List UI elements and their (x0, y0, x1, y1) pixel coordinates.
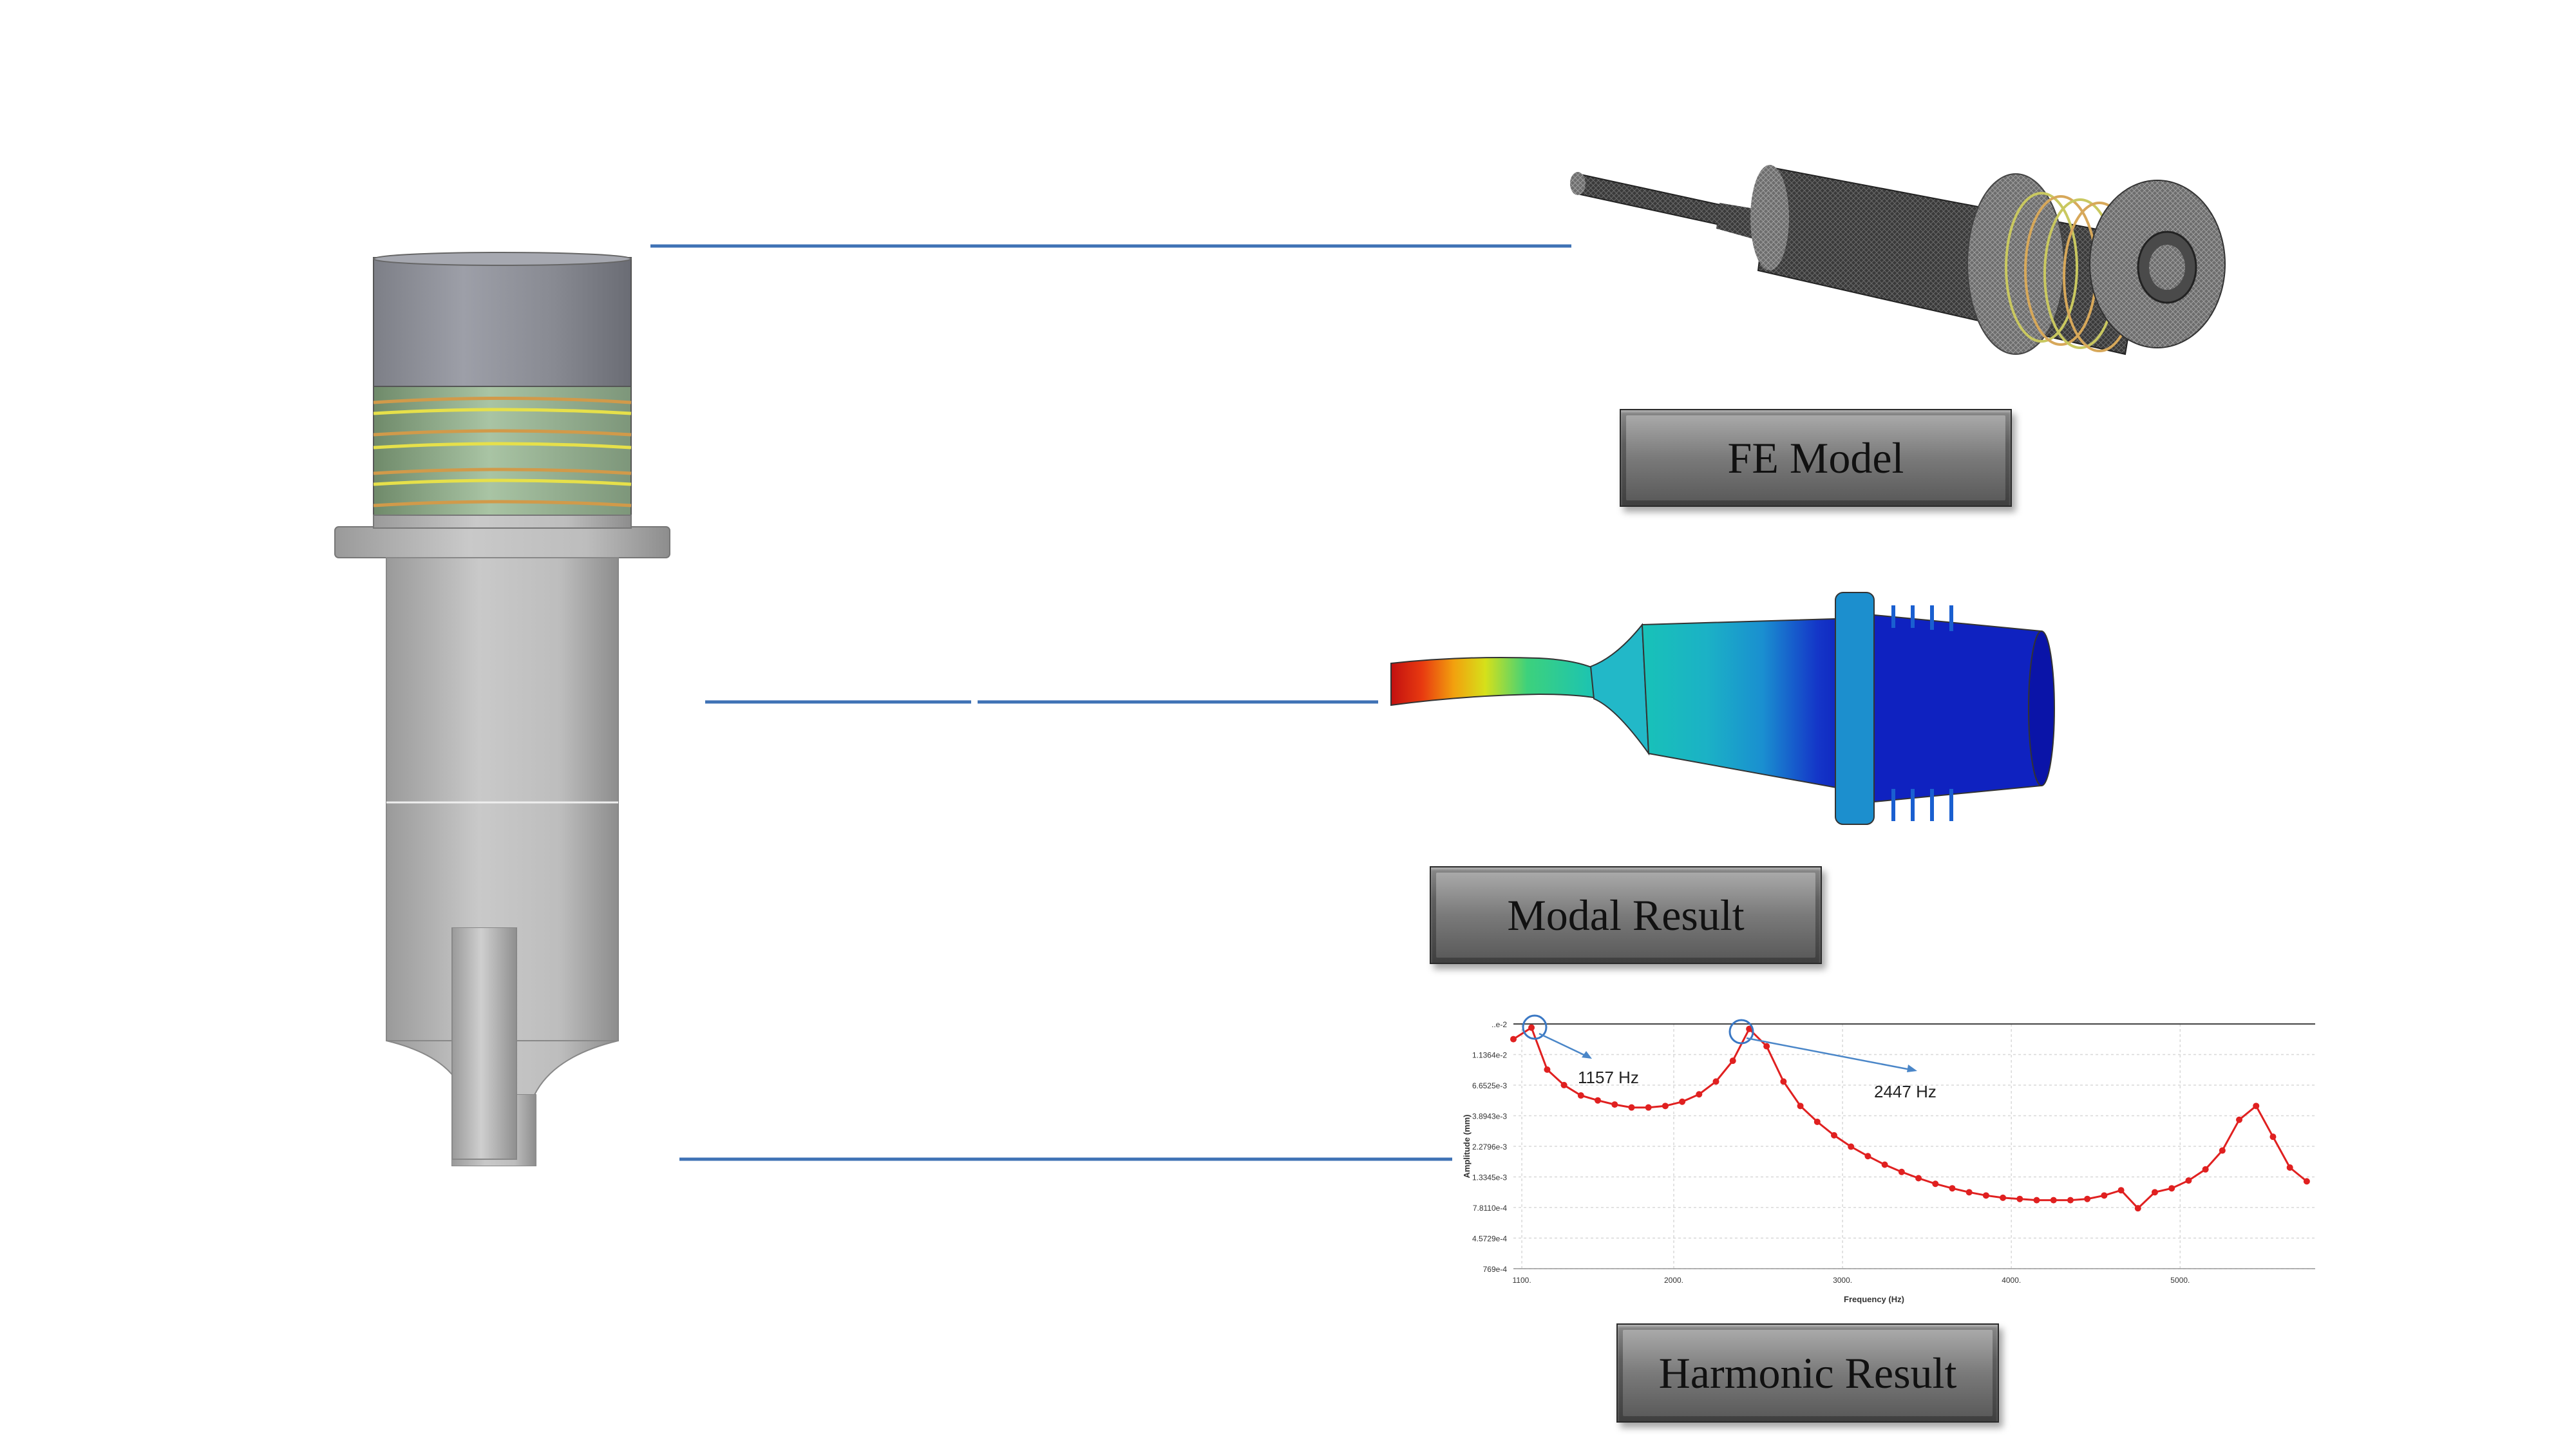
peak-marker-1 (1522, 1014, 1548, 1040)
data-point (1577, 1092, 1584, 1099)
data-point (2286, 1164, 2293, 1171)
data-point (1763, 1043, 1770, 1050)
y-tick-label: 6.6525e-3 (1472, 1081, 1507, 1090)
data-point (2152, 1189, 2158, 1196)
data-point (1949, 1185, 1956, 1192)
y-tick-labels: 769e-4 4.5729e-4 7.8110e-4 1.3345e-3 2.2796e… (1472, 1020, 1507, 1274)
data-point (1932, 1180, 1939, 1188)
data-point (1864, 1153, 1871, 1160)
data-point (1528, 1024, 1535, 1031)
data-point (1965, 1189, 1973, 1196)
harmonic-response-chart: 769e-4 4.5729e-4 7.8110e-4 1.3345e-3 2.2796e… (1462, 1014, 2380, 1304)
modal-contour-model (1390, 592, 2055, 825)
x-tick-label: 2000. (1664, 1276, 1683, 1285)
y-tick-label: 769e-4 (1483, 1265, 1508, 1274)
data-point (1797, 1103, 1804, 1110)
data-point (1696, 1091, 1703, 1098)
data-point (2050, 1197, 2057, 1204)
data-point (2000, 1194, 2007, 1201)
data-point (2084, 1195, 2091, 1202)
x-tick-label: 1100. (1513, 1276, 1531, 1285)
data-point (1645, 1104, 1652, 1111)
data-point (1898, 1168, 1905, 1175)
data-point (1611, 1101, 1618, 1108)
data-point (2033, 1197, 2040, 1204)
y-tick-label: 1.1364e-2 (1472, 1051, 1507, 1060)
data-point (2016, 1195, 2023, 1202)
x-axis-label: Frequency (Hz) (1844, 1294, 1904, 1304)
data-point (1510, 1036, 1517, 1043)
harmonic-series (1510, 1024, 2310, 1212)
data-point (2185, 1177, 2192, 1184)
x-tick-labels: 1100. 2000. 3000. 4000. 5000. (1513, 1276, 2190, 1285)
data-point (2253, 1103, 2260, 1110)
horn-tip (451, 927, 517, 1160)
x-tick-label: 4000. (2002, 1276, 2021, 1285)
y-tick-label: 7.8110e-4 (1473, 1204, 1507, 1213)
data-point (1814, 1118, 1821, 1125)
data-point (1595, 1097, 1602, 1104)
data-point (1544, 1066, 1551, 1073)
data-point (2202, 1166, 2209, 1173)
data-point (2168, 1185, 2175, 1192)
data-point (1628, 1104, 1635, 1111)
x-tick-label: 5000. (2170, 1276, 2190, 1285)
fe-model-caption: FE Model (1620, 409, 2012, 507)
data-point (2303, 1178, 2310, 1185)
peak-marker-2 (1728, 1019, 1754, 1045)
y-tick-label: 3.8943e-3 (1472, 1112, 1507, 1121)
data-point (2134, 1205, 2141, 1212)
data-point (2269, 1133, 2277, 1141)
peak-label-2447: 2447 Hz (1874, 1082, 1937, 1101)
harmonic-result-caption: Harmonic Result (1616, 1323, 1999, 1423)
data-point (1729, 1057, 1736, 1065)
data-point (1560, 1081, 1567, 1088)
data-point (1881, 1161, 1888, 1168)
data-point (1780, 1078, 1787, 1085)
data-point (2219, 1147, 2226, 1154)
data-point (2101, 1192, 2108, 1199)
data-point (1831, 1132, 1837, 1139)
y-axis-label: Amplitude (mm) (1462, 1115, 1472, 1179)
y-tick-label: 4.5729e-4 (1472, 1235, 1507, 1244)
peak-label-1157: 1157 Hz (1578, 1068, 1639, 1087)
y-tick-label: 1.3345e-3 (1472, 1173, 1507, 1182)
data-point (2117, 1187, 2125, 1194)
data-point (1746, 1025, 1753, 1032)
y-tick-label: ..e-2 (1492, 1020, 1507, 1029)
data-point (1679, 1098, 1686, 1105)
fe-mesh-model (1570, 165, 2226, 355)
data-point (1712, 1078, 1719, 1085)
modal-result-caption: Modal Result (1430, 866, 1822, 964)
y-tick-label: 2.2796e-3 (1472, 1142, 1507, 1151)
data-point (1848, 1143, 1855, 1150)
chart-grid (1513, 1023, 2315, 1269)
data-point (1982, 1192, 1989, 1199)
data-point (2236, 1116, 2243, 1123)
x-tick-label: 3000. (1833, 1276, 1852, 1285)
data-point (1915, 1175, 1922, 1182)
data-point (2067, 1197, 2074, 1204)
data-point (1662, 1103, 1669, 1110)
